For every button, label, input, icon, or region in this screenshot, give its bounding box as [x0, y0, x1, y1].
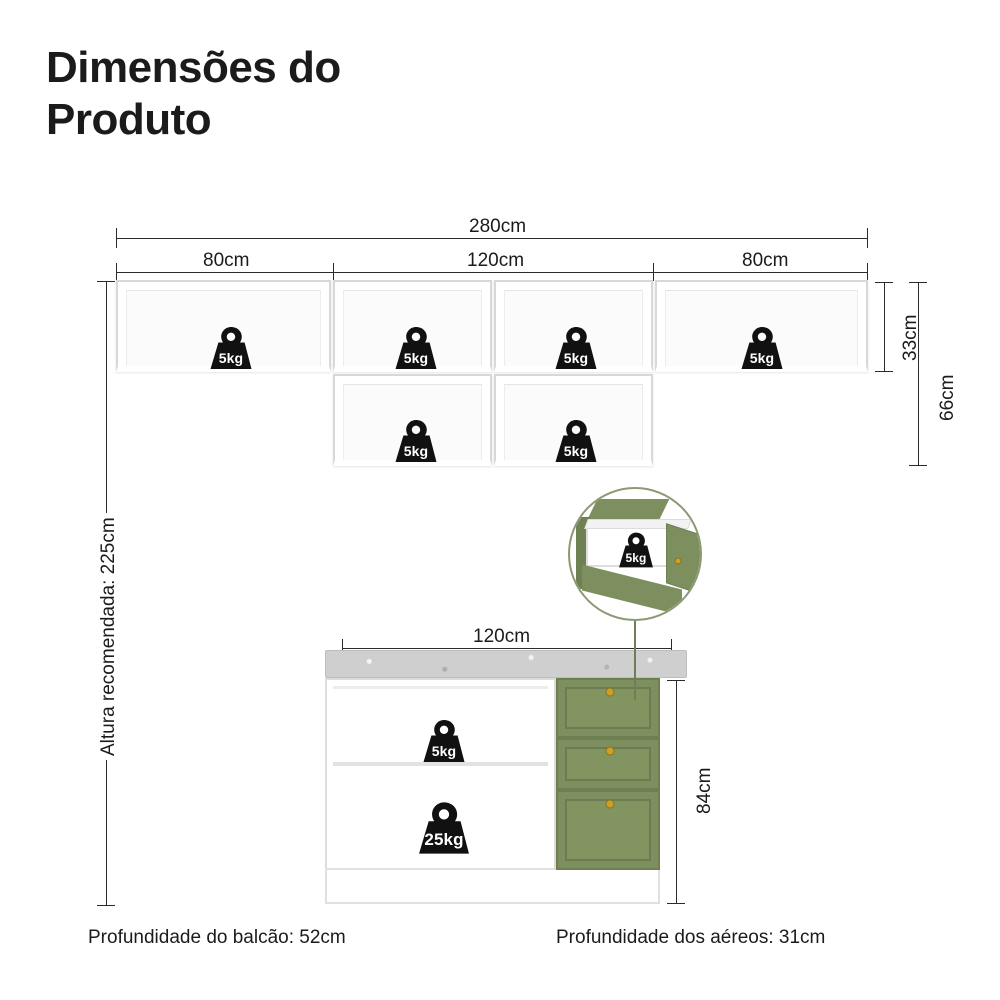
upper-total-height-tick-bottom — [909, 465, 927, 466]
left-module-width-label: 80cm — [196, 250, 257, 272]
right-module-width-label: 80cm — [735, 250, 796, 272]
module-tick-4 — [867, 263, 868, 281]
counter-drawer-top[interactable] — [556, 678, 660, 738]
upper-cabinet-center-bottom-left-interior — [343, 384, 482, 460]
counter-width-label: 120cm — [466, 626, 538, 648]
counter-height-tick-top — [667, 680, 685, 681]
upper-cabinet-left — [116, 280, 331, 372]
module-width-dimension-line — [116, 272, 868, 273]
footnote-upper-depth: Profundidade dos aéreos: 31cm — [556, 927, 826, 948]
callout-drawer-box — [586, 525, 678, 567]
recommended-height-tick-bottom — [97, 905, 115, 906]
counter-width-dimension-line — [342, 648, 672, 649]
upper-cabinet-center-top-right — [494, 280, 653, 372]
callout-drawer-knob-icon — [674, 557, 682, 565]
drawer-detail-callout: 5kg — [568, 487, 702, 621]
module-tick-3 — [653, 263, 654, 281]
upper-cabinet-right — [655, 280, 868, 372]
callout-leader-line — [634, 607, 636, 700]
counter-height-label: 84cm — [694, 763, 716, 818]
upper-single-height-line — [884, 282, 885, 372]
footnote-counter-depth: Profundidade do balcão: 52cm — [88, 927, 346, 948]
counter-shelf-divider — [333, 762, 548, 766]
upper-total-height-tick-top — [909, 282, 927, 283]
counter-drawer-middle-knob-icon[interactable] — [605, 746, 615, 756]
module-tick-2 — [333, 263, 334, 281]
counter-width-tick-left — [342, 639, 343, 657]
upper-total-height-line — [918, 282, 919, 466]
counter-height-tick-bottom — [667, 903, 685, 904]
counter-height-line — [676, 680, 677, 904]
upper-single-height-tick-top — [875, 282, 893, 283]
counter-top-shelf-edge — [333, 686, 548, 689]
callout-drawer-front — [666, 523, 700, 595]
upper-cabinet-right-interior — [665, 290, 858, 366]
upper-cabinet-center-bottom-left — [333, 374, 492, 466]
counter-width-tick-right — [671, 639, 672, 657]
total-width-tick-right — [867, 228, 868, 248]
module-tick-1 — [116, 263, 117, 281]
recommended-height-tick-top — [97, 281, 115, 282]
center-module-width-label: 120cm — [460, 250, 532, 272]
counter-plinth — [325, 868, 660, 904]
upper-cabinet-center-top-left — [333, 280, 492, 372]
countertop — [325, 650, 687, 678]
page-title: Dimensões do Produto — [46, 43, 341, 144]
upper-cabinet-left-interior — [126, 290, 321, 366]
upper-cabinet-center-top-right-interior — [504, 290, 643, 366]
counter-drawer-middle[interactable] — [556, 738, 660, 790]
upper-total-height-label: 66cm — [937, 370, 959, 425]
counter-open-cabinet — [325, 678, 556, 870]
total-width-dimension-line — [116, 238, 868, 239]
upper-cabinet-center-top-left-interior — [343, 290, 482, 366]
recommended-height-label: Altura recomendada: 225cm — [98, 513, 120, 760]
counter-door-bottom[interactable] — [556, 790, 660, 870]
counter-door-bottom-knob-icon[interactable] — [605, 799, 615, 809]
counter-drawer-top-knob-icon[interactable] — [605, 687, 615, 697]
total-width-tick-left — [116, 228, 117, 248]
total-width-label: 280cm — [462, 216, 534, 238]
upper-cabinet-center-bottom-right-interior — [504, 384, 643, 460]
upper-cabinet-center-bottom-right — [494, 374, 653, 466]
upper-single-height-tick-bottom — [875, 371, 893, 372]
callout-cabinet-top — [586, 499, 670, 521]
